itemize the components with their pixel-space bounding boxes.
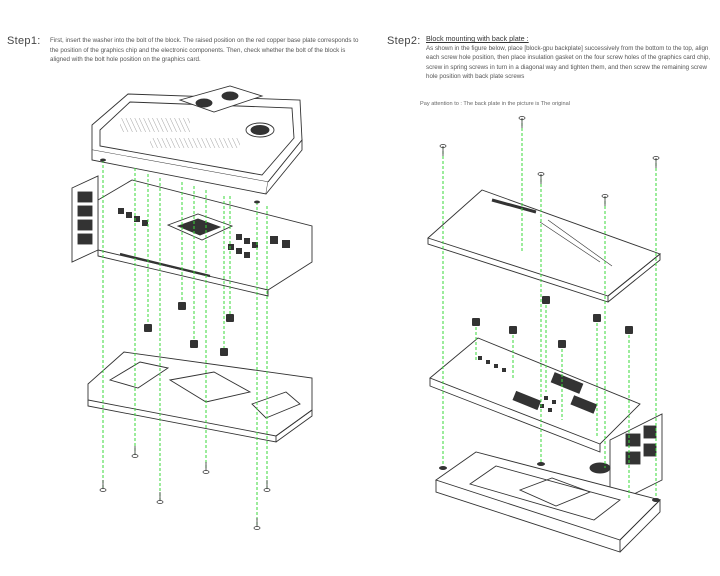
step2-water-block (435, 451, 661, 553)
step2-screws (439, 116, 660, 206)
step2-label: Step2: (387, 35, 421, 47)
step2-text: As shown in the figure below, place [blo… (426, 44, 711, 81)
step2-title: Block mounting with back plate : (426, 34, 529, 43)
step2-backplate (427, 189, 661, 303)
graphics-card-pcb (71, 175, 313, 297)
step1-backplate (87, 351, 313, 443)
step1-guide-lines (102, 160, 268, 526)
step2-note: Pay attention to : The back plate in the… (420, 101, 570, 107)
step1-label: Step1: (7, 35, 41, 47)
step1-text: First, insert the washer into the bolt o… (50, 37, 359, 64)
step2-block: Block mounting with back plate : As show… (426, 34, 718, 82)
step2-guide-lines (442, 118, 657, 500)
step2-spring-screws (439, 296, 660, 502)
water-block (91, 85, 303, 195)
step2-graphics-card (429, 337, 663, 507)
step1-screws (99, 446, 271, 530)
step1-standoffs (100, 158, 260, 356)
